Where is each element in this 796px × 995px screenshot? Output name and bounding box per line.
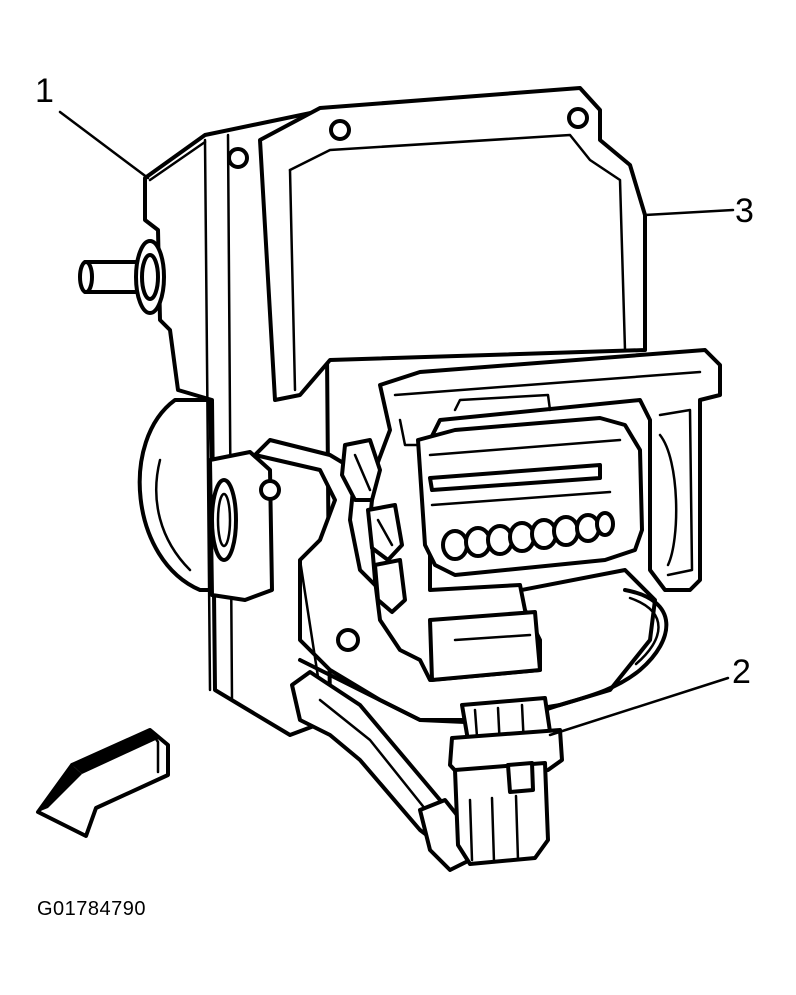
mounting-bracket bbox=[208, 147, 274, 602]
direction-arrow-icon bbox=[36, 728, 170, 838]
figure-id: G01784790 bbox=[37, 898, 147, 920]
module-cover bbox=[258, 86, 647, 402]
output-shaft bbox=[78, 239, 166, 315]
callout-3: 3 bbox=[735, 192, 754, 230]
motor-housing bbox=[137, 398, 217, 592]
callout-2: 2 bbox=[732, 653, 751, 691]
leader-lines bbox=[58, 110, 735, 737]
harness-connector bbox=[448, 696, 564, 866]
connector-latches bbox=[340, 438, 407, 614]
callout-1: 1 bbox=[35, 72, 54, 110]
wiring-harness bbox=[298, 588, 669, 724]
terminal-pins bbox=[441, 511, 615, 561]
